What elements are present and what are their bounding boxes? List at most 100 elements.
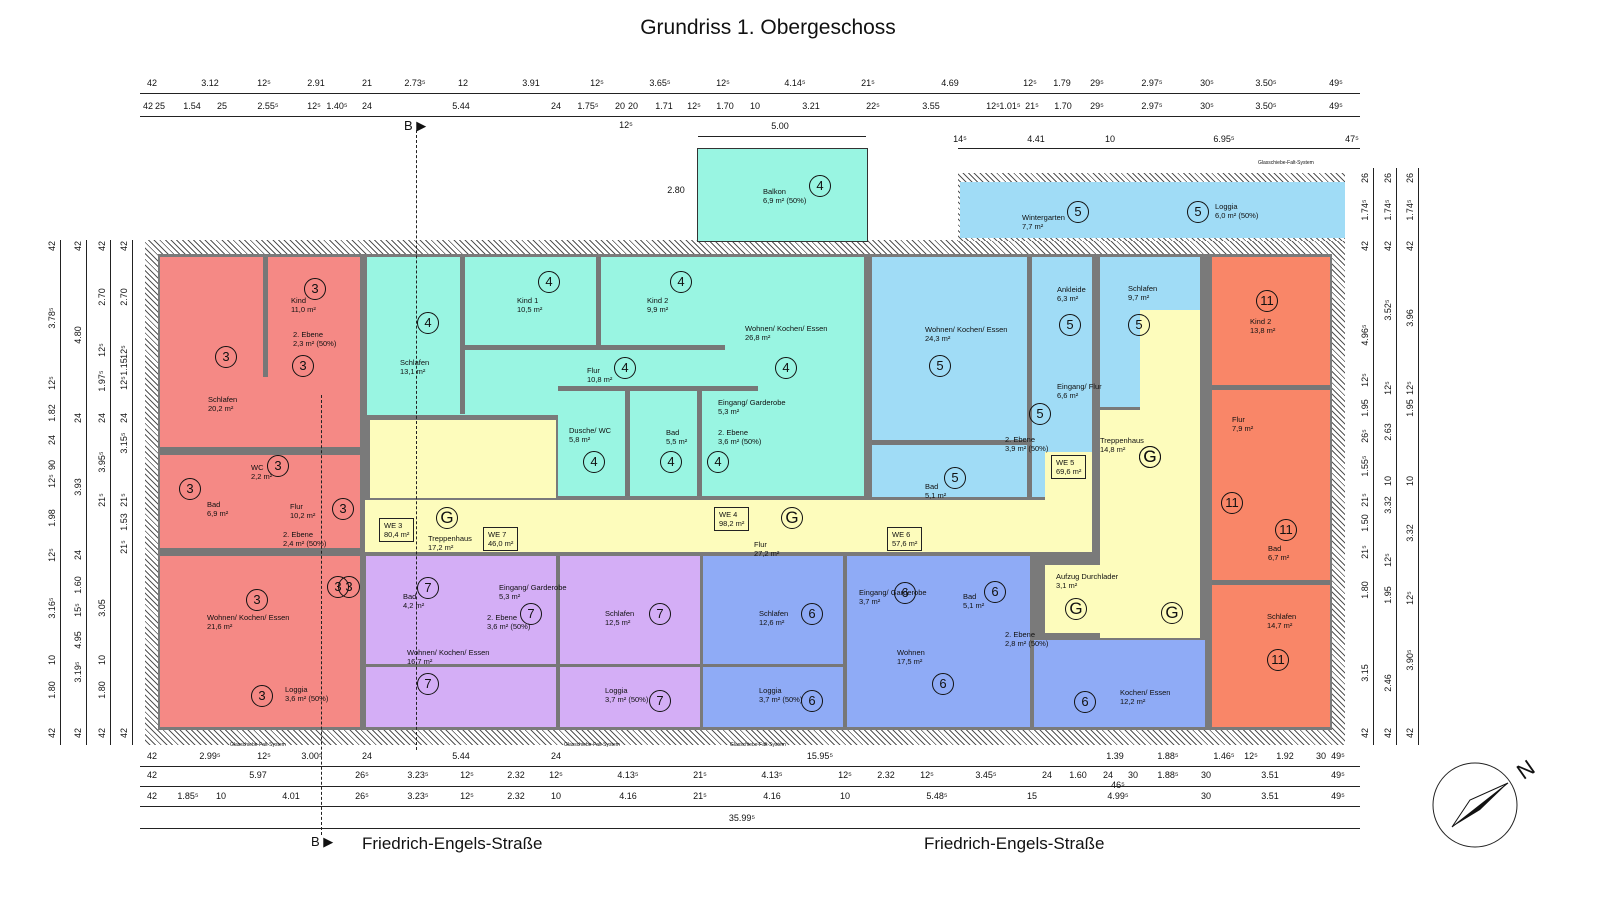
dimension-label: 25 (216, 101, 228, 111)
room-name: Wohnen (897, 648, 925, 657)
dimension-label: 2.46 (1383, 674, 1393, 692)
room-area: 27,2 m² (754, 549, 780, 558)
dimension-label: 12⁵ (619, 120, 633, 130)
room-name: 2. Ebene (293, 330, 324, 339)
wall (843, 556, 847, 727)
dimension-label: 24 (73, 412, 83, 424)
room-name: Ankleide (1057, 285, 1086, 294)
dimension-label: 24 (97, 412, 107, 424)
dimension-label: 42 (97, 727, 107, 739)
dimension-label: 1.80 (97, 681, 107, 699)
room-name: Loggia (1215, 202, 1238, 211)
dimension-label: 26⁵ (1360, 429, 1370, 443)
dimension-label: 1.98 (47, 509, 57, 527)
room-name: Kind 1 (517, 296, 539, 305)
dimension-label: 1.70 (716, 101, 734, 111)
room-name: Bad (666, 428, 680, 437)
room-area: 16,7 m² (407, 657, 433, 666)
dimension-label: 1.75⁵ (577, 101, 599, 111)
dimension-label: 12⁵ (1360, 373, 1370, 387)
dimension-label: 6.95⁵ (1213, 134, 1235, 144)
dimension-label: 49⁵ (1331, 770, 1345, 780)
section-line (321, 395, 323, 835)
room-name: Loggia (605, 686, 628, 695)
unit-badge: 5 (929, 355, 951, 377)
dimension-label: 30 (1200, 791, 1212, 801)
dimension-label: 21⁵ (693, 791, 707, 801)
room-area: 5,1 m² (925, 491, 947, 500)
room-area: 14,7 m² (1267, 621, 1293, 630)
unit-6-area (703, 556, 1030, 727)
room-area: 2,8 m² (50%) (1005, 639, 1049, 648)
section-arrow-icon: ▶ (416, 118, 427, 133)
unit-badge: 11 (1256, 290, 1278, 312)
dimension-label: 1.39 (1106, 751, 1124, 761)
dimension-label: 12⁵ (986, 101, 1000, 111)
dimension-label: 12⁵ (1383, 381, 1393, 395)
dimension-label: 1.85⁵ (177, 791, 199, 801)
room-name: Loggia (285, 685, 308, 694)
dimension-label: 12⁵ (47, 548, 57, 562)
unit-badge: 4 (614, 357, 636, 379)
wall (263, 257, 268, 377)
room-name: Aufzug Durchlader (1056, 572, 1119, 581)
room-area: 2,3 m² (50%) (293, 339, 337, 348)
dimension-label: 42 (47, 727, 57, 739)
dimension-label: 1.80 (1360, 581, 1370, 599)
we5-corridor (1045, 452, 1092, 552)
wall (460, 257, 465, 414)
room-area: 5,3 m² (499, 592, 521, 601)
room-area: 13,1 m² (400, 367, 426, 376)
dimension-label: 10 (97, 654, 107, 666)
room-area: 5,8 m² (569, 435, 591, 444)
dimension-label: 42 (1383, 727, 1393, 739)
room-area: 3,6 m² (50%) (487, 622, 531, 631)
dimension-label: 12⁵ (460, 770, 474, 780)
wall (366, 664, 700, 667)
dimension-label: 24 (1041, 770, 1053, 780)
dimension-label: 5.48⁵ (926, 791, 948, 801)
dimension-label: 1.40⁵ (326, 101, 348, 111)
dimension-label: 1.95 (1360, 399, 1370, 417)
dimension-label: 1.88⁵ (1157, 751, 1179, 761)
stairwell-right-upper (1140, 310, 1200, 410)
room-area: 14,8 m² (1100, 445, 1126, 454)
room-name: Wohnen/ Kochen/ Essen (745, 324, 828, 333)
wall (596, 257, 601, 347)
room-name: 2. Ebene (283, 530, 314, 539)
room-name: Bad (403, 592, 417, 601)
dimension-label: 10 (1383, 475, 1393, 487)
room-name: Flur (754, 540, 767, 549)
dimension-label: 3.23⁵ (407, 770, 429, 780)
dimension-label: 3.96 (1405, 309, 1415, 327)
dimension-label: 3.12 (201, 78, 219, 88)
unit-badge: G (1161, 602, 1183, 624)
dimension-line (110, 240, 111, 745)
dimension-label: 1.01⁵ (999, 101, 1021, 111)
dimension-label: 21⁵ (119, 540, 129, 554)
stairwell-left (370, 420, 556, 498)
dimension-label: 4.69 (941, 78, 959, 88)
unit-badge: 3 (304, 278, 326, 300)
room-area: 5,5 m² (666, 437, 688, 446)
unit-badge: 7 (649, 690, 671, 712)
dimension-label: 21⁵ (119, 493, 129, 507)
dimension-label: 1.97⁵ (97, 370, 107, 392)
compass-icon (1432, 762, 1518, 848)
dimension-label: 42 (146, 770, 158, 780)
unit-badge: 3 (292, 355, 314, 377)
unit-badge: 3 (332, 498, 354, 520)
dimension-label: 22⁵ (866, 101, 880, 111)
dimension-label: 1.50 (1360, 514, 1370, 532)
